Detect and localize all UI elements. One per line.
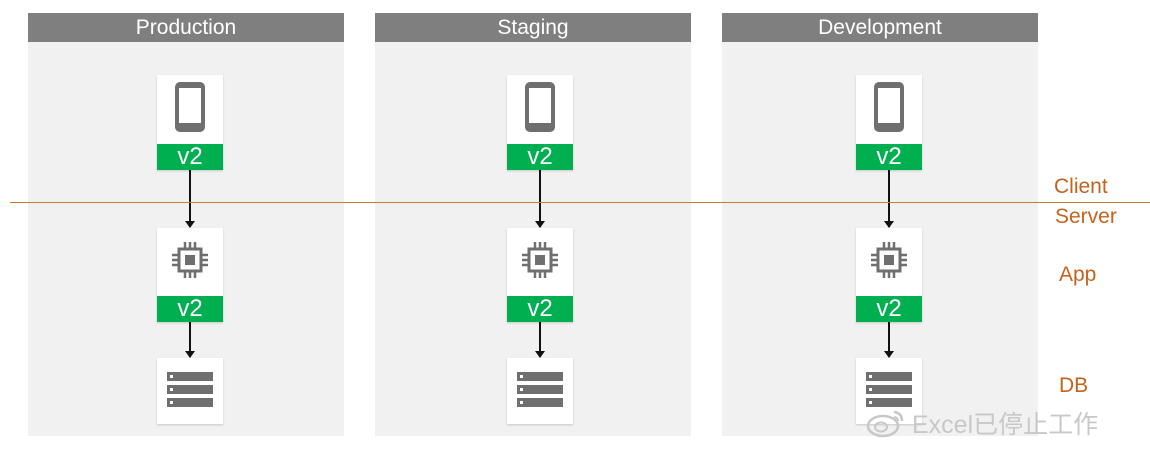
- environment-column-development: Development v2 v2: [722, 13, 1038, 436]
- cpu-chip-icon: [856, 240, 922, 280]
- environment-header: Development: [722, 13, 1038, 42]
- app-version-badge: v2: [157, 296, 223, 322]
- client-to-app-arrow: [185, 170, 195, 228]
- database-card: [507, 358, 573, 424]
- app-layer-label: App: [1059, 263, 1097, 286]
- watermark: Excel已停止工作: [866, 405, 1098, 441]
- server-layer-label: Server: [1055, 205, 1117, 228]
- cpu-chip-icon: [157, 240, 223, 280]
- database-card: [856, 358, 922, 424]
- client-to-app-arrow: [884, 170, 894, 228]
- app-server-card: v2: [856, 228, 922, 322]
- db-layer-label: DB: [1059, 374, 1089, 397]
- mobile-phone-icon: [157, 81, 223, 133]
- watermark-text: Excel已停止工作: [912, 411, 1099, 439]
- environment-header: Production: [28, 13, 344, 42]
- database-card: [157, 358, 223, 424]
- app-to-db-arrow: [884, 322, 894, 358]
- environment-column-staging: Staging v2 v2: [375, 13, 691, 436]
- client-server-divider: [10, 202, 1150, 203]
- client-to-app-arrow: [535, 170, 545, 228]
- environment-column-production: Production v2 v2: [28, 13, 344, 436]
- server-rack-icon: [856, 370, 922, 410]
- app-server-card: v2: [157, 228, 223, 322]
- server-rack-icon: [507, 370, 573, 410]
- client-version-badge: v2: [856, 144, 922, 170]
- cpu-chip-icon: [507, 240, 573, 280]
- client-version-badge: v2: [157, 144, 223, 170]
- mobile-phone-icon: [507, 81, 573, 133]
- environment-header: Staging: [375, 13, 691, 42]
- weibo-logo-icon: [866, 410, 904, 438]
- app-version-badge: v2: [507, 296, 573, 322]
- app-to-db-arrow: [535, 322, 545, 358]
- server-rack-icon: [157, 370, 223, 410]
- client-device-card: v2: [856, 75, 922, 170]
- client-layer-label: Client: [1054, 175, 1108, 198]
- mobile-phone-icon: [856, 81, 922, 133]
- client-device-card: v2: [157, 75, 223, 170]
- app-server-card: v2: [507, 228, 573, 322]
- client-device-card: v2: [507, 75, 573, 170]
- client-version-badge: v2: [507, 144, 573, 170]
- app-version-badge: v2: [856, 296, 922, 322]
- app-to-db-arrow: [185, 322, 195, 358]
